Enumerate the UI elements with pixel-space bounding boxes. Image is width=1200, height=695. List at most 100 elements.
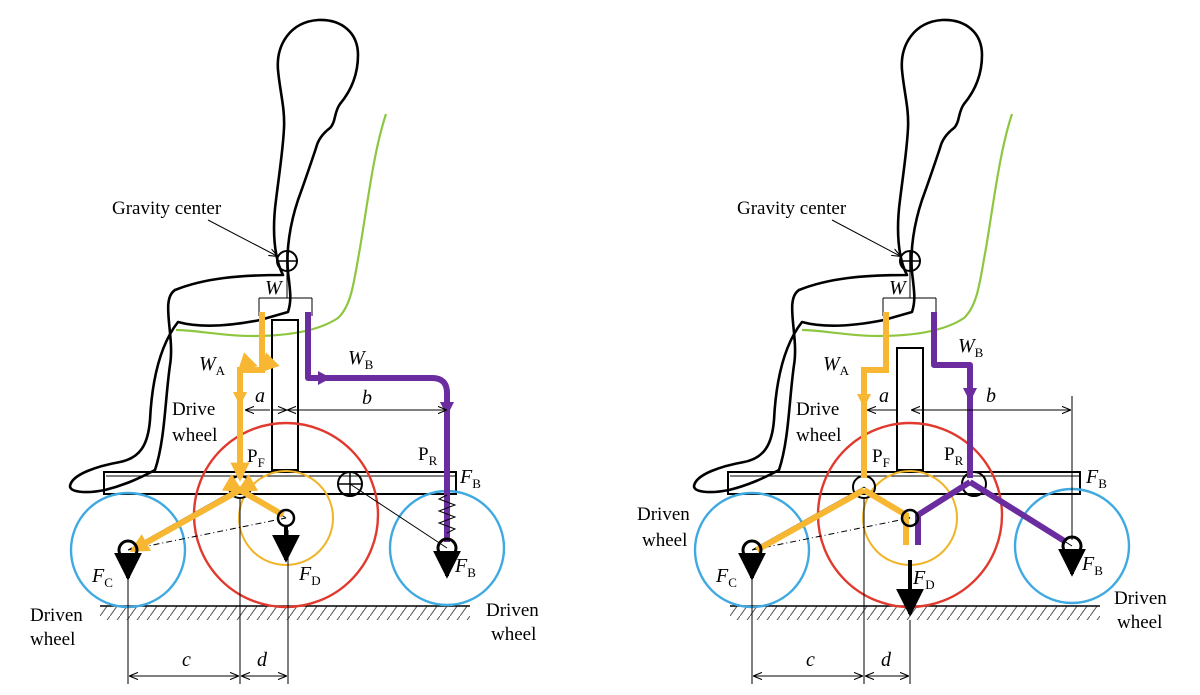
fc-label: F <box>715 565 729 587</box>
ground <box>730 605 1100 620</box>
w-label: W <box>265 277 284 299</box>
wb-sub: B <box>975 345 984 360</box>
load-path-front <box>755 312 909 553</box>
dim-c-label: c <box>182 649 191 671</box>
fd-sub: D <box>311 573 320 588</box>
svg-text:FB: FB <box>1081 553 1103 578</box>
arrow-wb-mid <box>318 371 331 385</box>
fd-sub: D <box>925 577 934 592</box>
fb-top-sub: B <box>1098 476 1107 491</box>
dim-b-label: b <box>986 385 996 407</box>
svg-text:FD: FD <box>912 567 935 592</box>
driven-wheel-left-line2: wheel <box>642 530 687 551</box>
gravity-center-label: Gravity center <box>112 198 222 219</box>
arrow-wa <box>233 392 247 406</box>
drive-wheel-label-line2: wheel <box>796 425 841 446</box>
pf-sub: F <box>258 455 265 470</box>
person-silhouette <box>692 18 984 494</box>
wb-label: W <box>348 347 367 369</box>
fb-label: F <box>454 555 468 577</box>
person-silhouette <box>68 18 360 494</box>
frame-base <box>727 471 1081 495</box>
fb-sub: B <box>1094 563 1103 578</box>
drive-wheel-label-line2: wheel <box>172 425 217 446</box>
load-path-rear <box>305 312 450 542</box>
driven-wheel-left-line1: Driven <box>637 504 690 525</box>
driven-wheel-right-line1: Driven <box>1114 588 1167 609</box>
svg-text:PF: PF <box>872 446 890 470</box>
fb-sub: B <box>467 565 476 580</box>
arrow-wb-down <box>963 388 977 402</box>
wa-label: W <box>199 353 218 375</box>
frame-base <box>103 471 457 495</box>
fc-sub: C <box>728 575 737 590</box>
wb-label: W <box>958 335 977 357</box>
pr-label: P <box>418 444 429 465</box>
fc-label: F <box>91 565 105 587</box>
svg-text:FB: FB <box>1085 466 1107 491</box>
svg-text:FB: FB <box>454 555 476 580</box>
driven-wheel-right-line1: Driven <box>486 600 539 621</box>
fb-label: F <box>1081 553 1095 575</box>
drive-wheel-label-line1: Drive <box>172 399 215 420</box>
svg-text:PF: PF <box>247 446 265 470</box>
load-path-front <box>133 312 285 550</box>
w-label: W <box>889 277 908 299</box>
drive-wheel-label-line1: Drive <box>796 399 839 420</box>
wa-label: W <box>823 353 842 375</box>
backrest <box>175 113 388 338</box>
svg-text:PR: PR <box>944 444 964 468</box>
backrest <box>801 113 1014 338</box>
pr-sub: R <box>429 453 438 468</box>
gravity-leader <box>207 219 277 256</box>
svg-text:WB: WB <box>958 335 984 360</box>
gravity-center-label: Gravity center <box>737 198 847 219</box>
driven-wheel-left-line1: Driven <box>30 605 83 626</box>
svg-text:FB: FB <box>459 466 481 491</box>
driven-wheel-right-line2: wheel <box>491 624 536 645</box>
fb-top-label: F <box>459 466 473 488</box>
drive-wheel <box>192 421 380 609</box>
svg-text:WA: WA <box>823 353 850 378</box>
gravity-leader <box>831 219 900 256</box>
dim-d-label: d <box>881 649 892 671</box>
fd-label: F <box>912 567 926 589</box>
fc-sub: C <box>104 575 113 590</box>
right-diagram: Gravity center W <box>637 18 1167 684</box>
seat-post <box>271 319 299 471</box>
rear-spring <box>437 494 457 534</box>
dim-a-label: a <box>255 385 265 407</box>
dim-c-label: c <box>806 649 815 671</box>
gravity-center-symbol <box>276 250 298 272</box>
arrow-wa <box>857 394 871 408</box>
pf-label: P <box>872 446 883 467</box>
driven-wheel-left-line2: wheel <box>30 629 75 650</box>
dimension-lines <box>751 396 1073 684</box>
pr-label: P <box>944 444 955 465</box>
force-arrows <box>738 548 1086 617</box>
pr-sub: R <box>955 453 964 468</box>
arrow-wb-down <box>440 402 454 416</box>
fd-label: F <box>298 563 312 585</box>
svg-text:WA: WA <box>199 353 226 378</box>
svg-text:FC: FC <box>715 565 737 590</box>
fb-top-sub: B <box>472 476 481 491</box>
svg-text:FD: FD <box>298 563 321 588</box>
dim-b-label: b <box>362 387 372 409</box>
wa-sub: A <box>840 363 850 378</box>
pf-sub: F <box>883 455 890 470</box>
wa-sub: A <box>216 363 226 378</box>
svg-text:PR: PR <box>418 444 438 468</box>
svg-text:FC: FC <box>91 565 113 590</box>
driven-wheel-right-line2: wheel <box>1117 612 1162 633</box>
gravity-center-symbol <box>899 250 921 272</box>
svg-text:WB: WB <box>348 347 374 372</box>
dim-a-label: a <box>879 385 889 407</box>
left-diagram: Gravity center W <box>30 18 539 684</box>
seat-post <box>896 347 924 471</box>
dimension-lines <box>127 410 446 684</box>
fb-top-label: F <box>1085 466 1099 488</box>
wb-sub: B <box>365 357 374 372</box>
